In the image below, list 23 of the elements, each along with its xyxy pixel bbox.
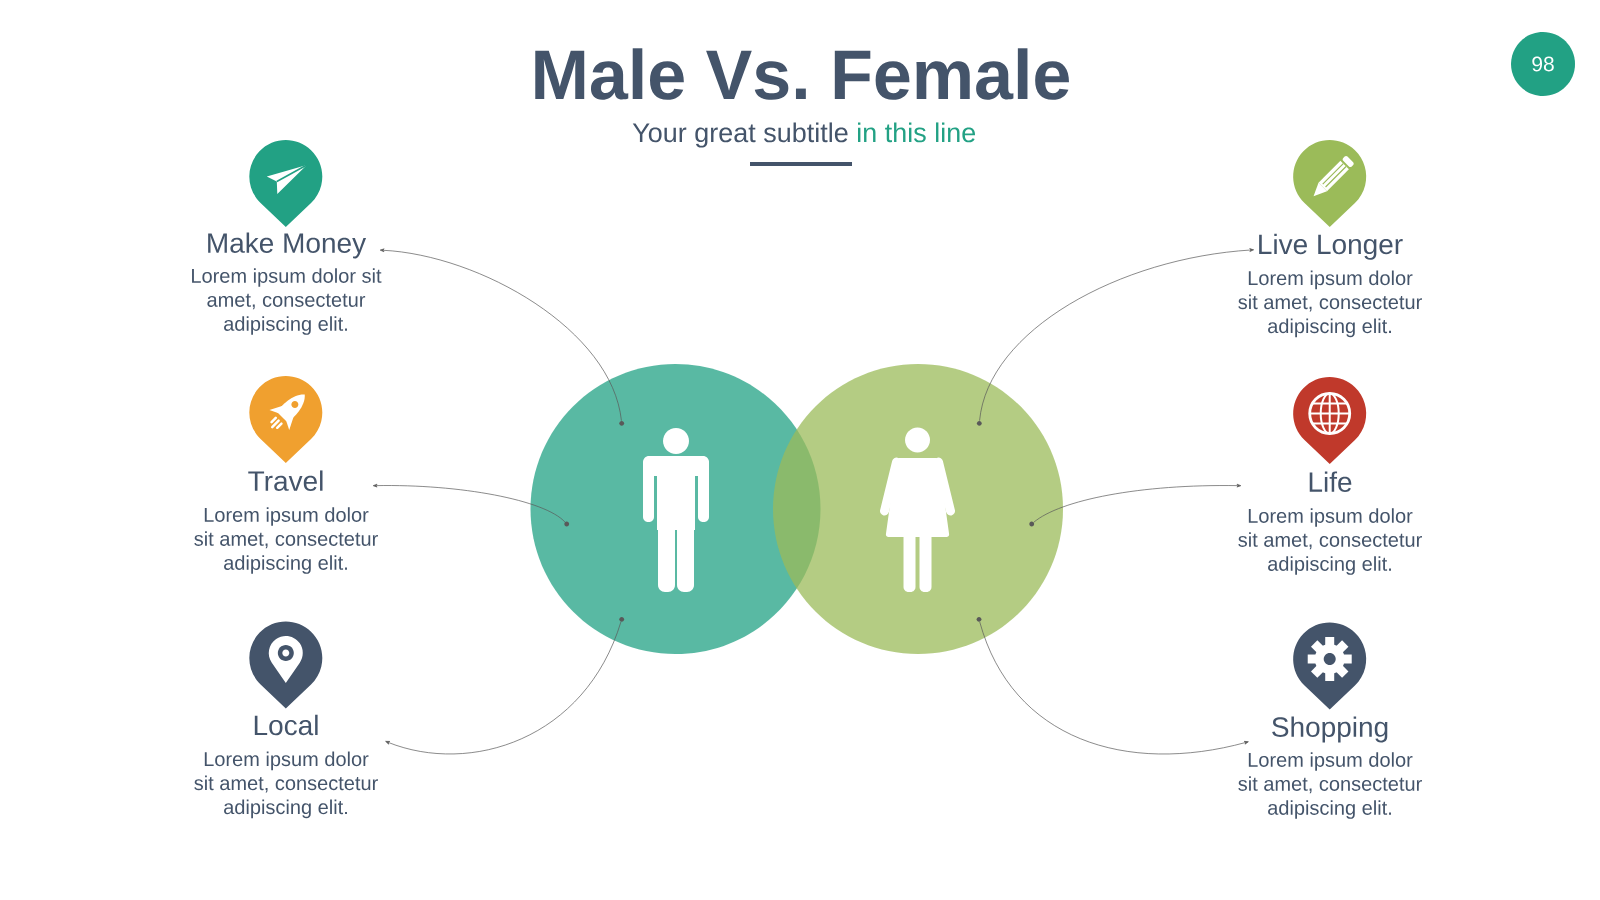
item-description: Lorem ipsum dolor sit amet, consectetur adipiscing elit. <box>194 507 378 574</box>
subtitle-highlight: in this line <box>858 122 976 143</box>
curved-arrow <box>372 483 566 523</box>
item-heading: Shopping <box>1272 716 1388 743</box>
item-description: Lorem ipsum dolor sit amet, consectetur adipiscing elit. <box>194 751 378 819</box>
curved-arrow <box>979 621 1249 755</box>
title: Male Vs. Female <box>535 48 1069 100</box>
curved-arrow <box>1033 483 1242 523</box>
item-heading: Travel <box>248 470 323 491</box>
curved-arrow <box>979 248 1254 422</box>
curved-arrow <box>379 248 622 422</box>
item-description: Lorem ipsum dolor sit amet, consectetur adipiscing elit. <box>192 268 382 335</box>
item-description: Lorem ipsum dolor sit amet, consectetur adipiscing elit. <box>1238 270 1422 338</box>
venn-circle <box>773 364 1063 654</box>
item-description: Lorem ipsum dolor sit amet, consectetur adipiscing elit. <box>1238 752 1422 819</box>
curved-arrow <box>385 621 622 755</box>
item-heading: Live Longer <box>1259 233 1403 260</box>
item-heading: Local <box>254 714 318 736</box>
item-heading: Life <box>1309 471 1352 492</box>
item-description: Lorem ipsum dolor sit amet, consectetur adipiscing elit. <box>1238 508 1422 575</box>
subtitle: Your great subtitle <box>632 122 848 148</box>
item-heading: Make Money <box>208 232 367 259</box>
page-number-badge: 98 <box>1511 32 1575 96</box>
